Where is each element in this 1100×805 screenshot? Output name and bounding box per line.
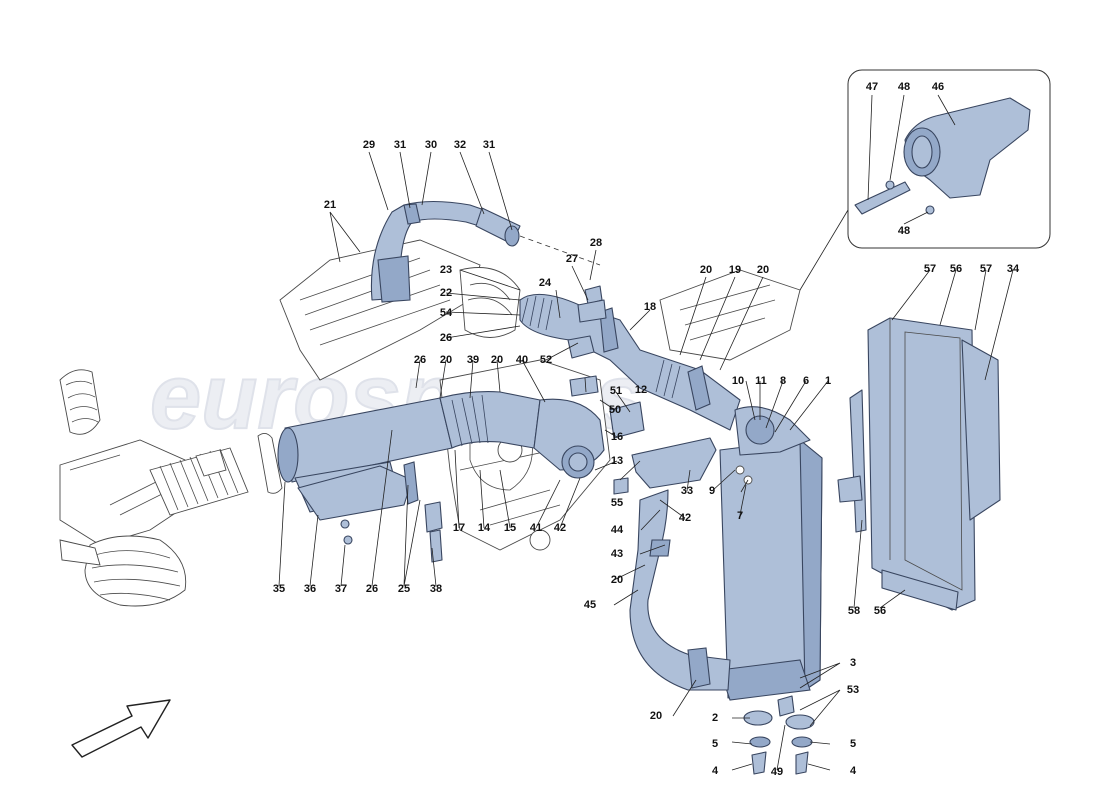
callout-5b: 5 [850, 738, 856, 750]
callout-8: 8 [780, 375, 786, 387]
callout-16: 16 [611, 431, 623, 443]
callout-51: 51 [610, 385, 622, 397]
callout-20b: 20 [757, 264, 769, 276]
callout-30: 30 [425, 139, 437, 151]
callout-22: 22 [440, 287, 452, 299]
callout-17: 17 [453, 522, 465, 534]
callout-42b: 42 [554, 522, 566, 534]
upper-intake-duct [370, 200, 521, 303]
callout-29: 29 [363, 139, 375, 151]
callout-40: 40 [516, 354, 528, 366]
leader-lines [278, 151, 1014, 771]
callout-4b: 4 [850, 765, 857, 777]
callout-31: 31 [394, 139, 406, 151]
callout-58: 58 [848, 605, 860, 617]
callout-12: 12 [635, 384, 647, 396]
callout-55: 55 [611, 497, 623, 509]
inset-label-48-top: 48 [898, 81, 910, 93]
callout-27: 27 [566, 253, 578, 265]
callout-7: 7 [737, 510, 743, 522]
callout-43: 43 [611, 548, 623, 560]
callout-56b: 56 [874, 605, 886, 617]
callout-19: 19 [729, 264, 741, 276]
inset-label-46: 46 [932, 81, 944, 93]
callout-10: 10 [732, 375, 744, 387]
callout-6: 6 [803, 375, 809, 387]
direction-arrow-icon [71, 699, 171, 758]
callout-25: 25 [398, 583, 410, 595]
callout-37: 37 [335, 583, 347, 595]
callout-36: 36 [304, 583, 316, 595]
callout-20c: 20 [440, 354, 452, 366]
callout-42a: 42 [679, 512, 691, 524]
callout-13: 13 [611, 455, 623, 467]
callout-20a: 20 [700, 264, 712, 276]
inset-leader [799, 209, 849, 291]
callout-18: 18 [644, 301, 656, 313]
callout-45: 45 [584, 599, 596, 611]
callout-28: 28 [590, 237, 602, 249]
callout-33: 33 [681, 485, 693, 497]
callout-5a: 5 [712, 738, 718, 750]
bottom-mounts [743, 695, 815, 775]
air-intake-hose [149, 433, 283, 516]
callout-labels: 29 31 30 32 31 21 28 27 23 24 22 54 26 1… [273, 139, 1020, 778]
callout-26b: 26 [414, 354, 426, 366]
callout-35: 35 [273, 583, 285, 595]
radiator-shroud [867, 317, 1001, 611]
callout-44: 44 [611, 524, 624, 536]
callout-53: 53 [847, 684, 859, 696]
callout-52: 52 [540, 354, 552, 366]
callout-15: 15 [504, 522, 516, 534]
callout-21: 21 [324, 199, 336, 211]
callout-38: 38 [430, 583, 442, 595]
callout-34: 34 [1007, 263, 1020, 275]
callout-56a: 56 [950, 263, 962, 275]
callout-2: 2 [712, 712, 718, 724]
callout-20d: 20 [491, 354, 503, 366]
callout-50: 50 [609, 404, 621, 416]
small-hardware [340, 285, 645, 563]
dashed-connector [519, 235, 601, 266]
callout-20f: 20 [650, 710, 662, 722]
callout-26c: 26 [366, 583, 378, 595]
callout-31b: 31 [483, 139, 495, 151]
callout-1: 1 [825, 375, 831, 387]
callout-26: 26 [440, 332, 452, 344]
inset-label-48-bottom: 48 [898, 225, 910, 237]
side-bracket [837, 389, 867, 533]
callout-9: 9 [709, 485, 715, 497]
callout-32: 32 [454, 139, 466, 151]
charge-pipe-middle [519, 293, 741, 431]
detail-inset: 47 48 46 48 [847, 69, 1051, 249]
inset-label-47: 47 [866, 81, 878, 93]
intercooler-bracket [631, 437, 753, 489]
callout-23: 23 [440, 264, 452, 276]
callout-57b: 57 [980, 263, 992, 275]
callout-11: 11 [755, 375, 767, 387]
callout-24: 24 [539, 277, 552, 289]
callout-49: 49 [771, 766, 783, 778]
lower-charge-pipe [629, 489, 731, 691]
callout-41: 41 [530, 522, 542, 534]
callout-57a: 57 [924, 263, 936, 275]
intercooler-core [719, 406, 823, 701]
callout-14: 14 [478, 522, 491, 534]
air-filter-housing-sketch [59, 369, 196, 607]
callout-4a: 4 [712, 765, 719, 777]
callout-54: 54 [440, 307, 453, 319]
callout-39: 39 [467, 354, 479, 366]
callout-20e: 20 [611, 574, 623, 586]
callout-3: 3 [850, 657, 856, 669]
